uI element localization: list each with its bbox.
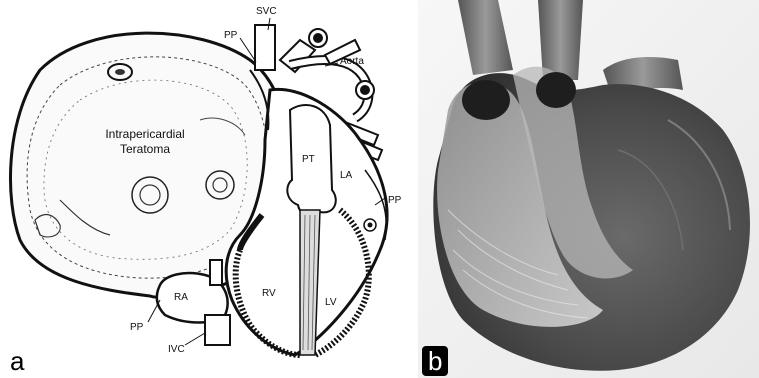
panel-b-illustration: b xyxy=(418,0,759,378)
opening-left xyxy=(462,80,510,120)
label-aorta: Aorta xyxy=(340,56,364,67)
heart-teratoma-drawing: SVC PP Aorta Intrapericardial Teratoma P… xyxy=(0,0,418,378)
panel-a-illustration: SVC PP Aorta Intrapericardial Teratoma P… xyxy=(0,0,418,378)
label-svc: SVC xyxy=(256,6,277,17)
label-pp-right: PP xyxy=(388,195,402,206)
ivc-vessel xyxy=(205,315,230,345)
label-rv: RV xyxy=(262,288,276,299)
panel-letter-a: a xyxy=(4,346,30,376)
panel-letter-b: b xyxy=(422,346,448,376)
opening-center xyxy=(536,72,576,108)
heart-shaded-drawing xyxy=(418,0,759,378)
label-tumor-line1: Intrapericardial xyxy=(105,127,184,141)
label-pt: PT xyxy=(302,154,315,165)
label-ra: RA xyxy=(174,292,188,303)
label-tumor-line2: Teratoma xyxy=(120,142,170,156)
label-pp-bottom: PP xyxy=(130,322,144,333)
label-pp-top: PP xyxy=(224,30,238,41)
label-ivc: IVC xyxy=(168,344,185,355)
label-la: LA xyxy=(340,170,353,181)
label-lv: LV xyxy=(325,297,337,308)
